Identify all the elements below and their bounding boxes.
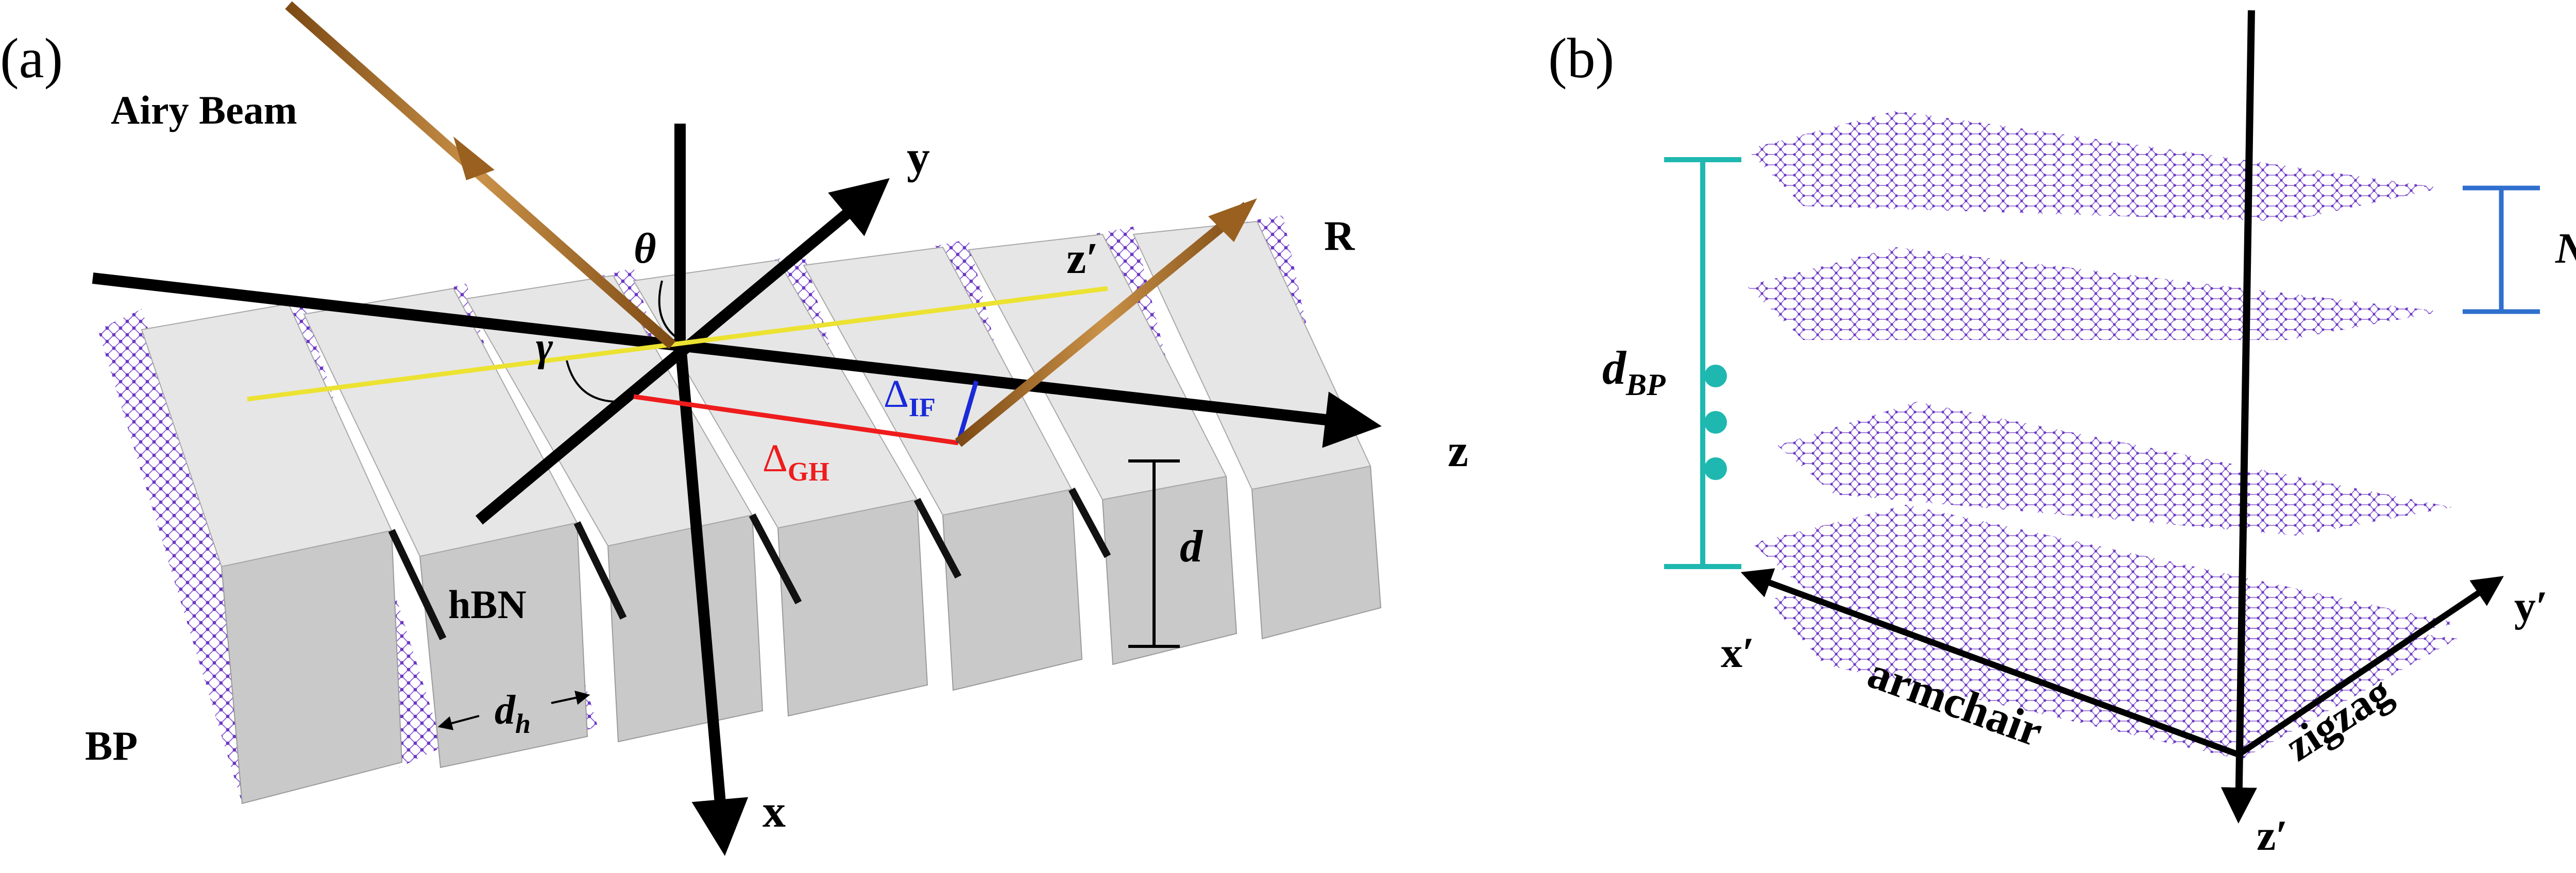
- delta-if-symbol: Δ: [884, 372, 909, 416]
- z-prime-label: z′: [1066, 233, 1098, 283]
- hbn-slabs: [221, 465, 1382, 804]
- delta-gh-symbol: Δ: [762, 437, 788, 480]
- z-prime-axis: [2221, 10, 2257, 824]
- slab-front-3: [777, 499, 928, 717]
- slab-top-5: [968, 233, 1227, 501]
- slab-front-5: [1101, 475, 1238, 665]
- dh-label: dh: [495, 688, 531, 739]
- gh-shift-line: [633, 394, 959, 446]
- stack-layer-1: [1747, 247, 2442, 340]
- y-axis: [475, 178, 890, 525]
- n-symbol: N: [2555, 225, 2576, 272]
- n-bracket: [2463, 185, 2540, 314]
- groove-3: [913, 498, 962, 579]
- groove-2: [749, 513, 802, 605]
- grooves: [388, 487, 1111, 641]
- groove-0: [388, 528, 447, 641]
- d-bracket: [1128, 459, 1180, 648]
- dh-subscript: h: [515, 708, 531, 739]
- y-prime-label: y′: [2514, 583, 2548, 630]
- delta-if-subscript: IF: [909, 393, 936, 422]
- x-axis: [674, 339, 749, 856]
- panel-b-label: (b): [1548, 27, 1614, 90]
- stack-layer-4: [1767, 567, 2458, 760]
- theta-label: θ: [634, 225, 656, 272]
- slab-front-0: [221, 529, 403, 804]
- delta-gh-subscript: GH: [788, 457, 829, 487]
- n-label: N=1: [2555, 225, 2576, 272]
- dh-arrow-right: [551, 691, 590, 705]
- reflected-beam-arrow: [1208, 198, 1257, 242]
- dh-symbol: d: [495, 688, 516, 733]
- panel-a-label: (a): [0, 27, 63, 90]
- stack-layer-2: [1777, 402, 2452, 536]
- bp-label: BP: [85, 724, 138, 769]
- panel-a: (a) Airy Beam R y z x z′ θ γ ΔGH ΔIF d h…: [0, 1, 1468, 856]
- groove-1: [573, 521, 627, 620]
- y-prime-axis: [2236, 576, 2504, 757]
- ellipsis-dot-1: [1704, 411, 1727, 434]
- if-shift-line: [956, 380, 979, 444]
- y-axis-label: y: [907, 132, 930, 183]
- z-prime-line: [247, 286, 1108, 402]
- delta-gh-label: ΔGH: [762, 437, 829, 487]
- hbn-label: hBN: [448, 582, 527, 627]
- reflected-beam: [955, 202, 1250, 447]
- d-bp-symbol: d: [1602, 341, 1627, 394]
- d-bp-bracket: [1664, 157, 1741, 569]
- ellipsis-dot-0: [1704, 365, 1727, 387]
- x-prime-label: x′: [1721, 629, 1755, 677]
- airy-beam-label: Airy Beam: [111, 88, 297, 132]
- ellipsis-dot-2: [1704, 457, 1727, 480]
- slab-front-2: [607, 514, 764, 743]
- d-bp-label: dBP: [1602, 341, 1666, 402]
- theta-arc: [658, 280, 681, 341]
- x-prime-axis: [1740, 568, 2240, 758]
- z-prime-axis-label: z′: [2257, 812, 2288, 860]
- slab-front-4: [942, 488, 1083, 691]
- d-label: d: [1180, 522, 1204, 572]
- bp-stack: [1747, 111, 2458, 760]
- z-axis-label: z: [1448, 425, 1468, 476]
- d-bp-subscript: BP: [1625, 368, 1666, 402]
- delta-if-label: ΔIF: [884, 372, 936, 422]
- x-axis-label: x: [762, 786, 786, 837]
- panel-b: (b) dBP N=1: [1548, 10, 2576, 860]
- groove-4: [1068, 487, 1111, 558]
- stack-layer-0: [1747, 111, 2442, 221]
- z-axis: [92, 272, 1382, 448]
- incident-beam-arrow: [453, 136, 495, 180]
- dh-arrow-left: [437, 715, 480, 730]
- gamma-label: γ: [536, 324, 553, 370]
- gamma-arc: [566, 360, 619, 403]
- reflected-label: R: [1324, 212, 1355, 259]
- slab-front-6: [1251, 465, 1382, 640]
